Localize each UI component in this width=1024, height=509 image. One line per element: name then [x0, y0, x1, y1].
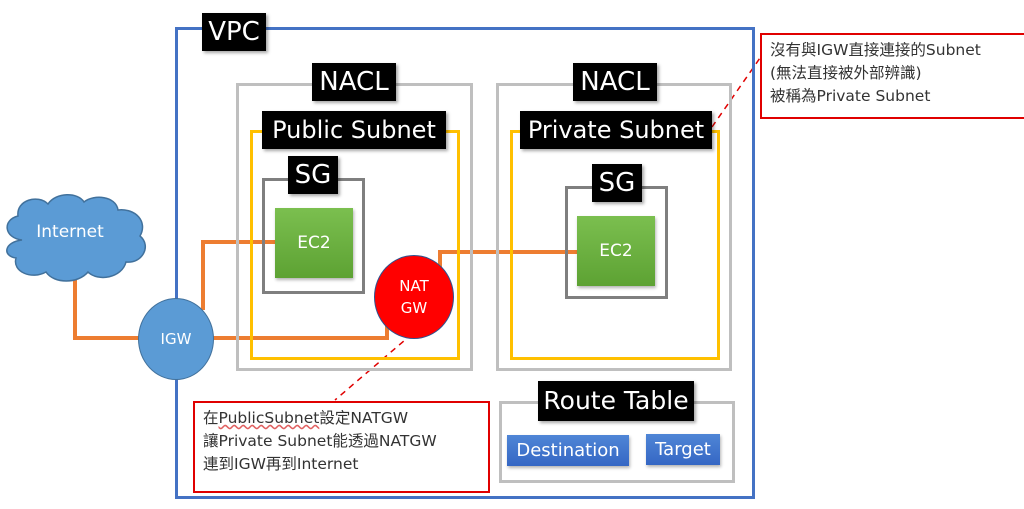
- private-note-line: (無法直接被外部辨識): [770, 64, 922, 82]
- public-ec2-label: EC2: [297, 233, 331, 253]
- nat-note-line-3: 連到IGW再到Internet: [203, 455, 359, 473]
- wire-internet-igw: [73, 275, 140, 340]
- public-nacl-label: NACL: [312, 63, 396, 101]
- nat-gateway-node[interactable]: NAT GW: [374, 255, 454, 339]
- wire-natgw-private-ec2: [438, 250, 578, 270]
- private-subnet-note: 沒有與IGW直接連接的Subnet (無法直接被外部辨識) 被稱為Private…: [760, 33, 1024, 119]
- private-ec2-instance[interactable]: EC2: [577, 216, 655, 286]
- private-sg-label: SG: [592, 164, 642, 202]
- nat-note-line-2: 讓Private Subnet能透過NATGW: [203, 432, 437, 450]
- private-note-line: 沒有與IGW直接連接的Subnet: [770, 41, 981, 59]
- igw-node[interactable]: IGW: [138, 298, 214, 380]
- nat-note-line-1: 在PublicSubnet設定NATGW: [203, 407, 480, 430]
- private-ec2-label: EC2: [599, 241, 633, 261]
- vpc-container: [175, 27, 755, 499]
- route-table-destination-column[interactable]: Destination: [507, 435, 629, 466]
- public-subnet-label: Public Subnet: [262, 111, 446, 149]
- private-note-line: 被稱為Private Subnet: [770, 87, 931, 105]
- igw-label: IGW: [160, 330, 192, 348]
- public-sg-label: SG: [288, 156, 338, 194]
- callout-line-nat: [334, 333, 413, 401]
- nat-note-suffix: 設定NATGW: [319, 409, 409, 427]
- internet-label: Internet: [36, 222, 104, 242]
- route-table-label: Route Table: [538, 381, 694, 421]
- nat-note-underlined: PublicSubnet: [218, 409, 320, 427]
- nat-note-prefix: 在: [203, 409, 219, 427]
- private-subnet-label: Private Subnet: [520, 111, 712, 149]
- nat-gateway-note: 在PublicSubnet設定NATGW 讓Private Subnet能透過N…: [193, 401, 490, 493]
- route-table-target-column[interactable]: Target: [646, 434, 720, 465]
- private-nacl-label: NACL: [573, 63, 657, 101]
- natgw-label-line1: NAT: [399, 277, 429, 295]
- public-ec2-instance[interactable]: EC2: [275, 208, 353, 278]
- natgw-label-line2: GW: [400, 299, 428, 317]
- vpc-label: VPC: [202, 13, 266, 51]
- cloud-icon: [6, 194, 146, 282]
